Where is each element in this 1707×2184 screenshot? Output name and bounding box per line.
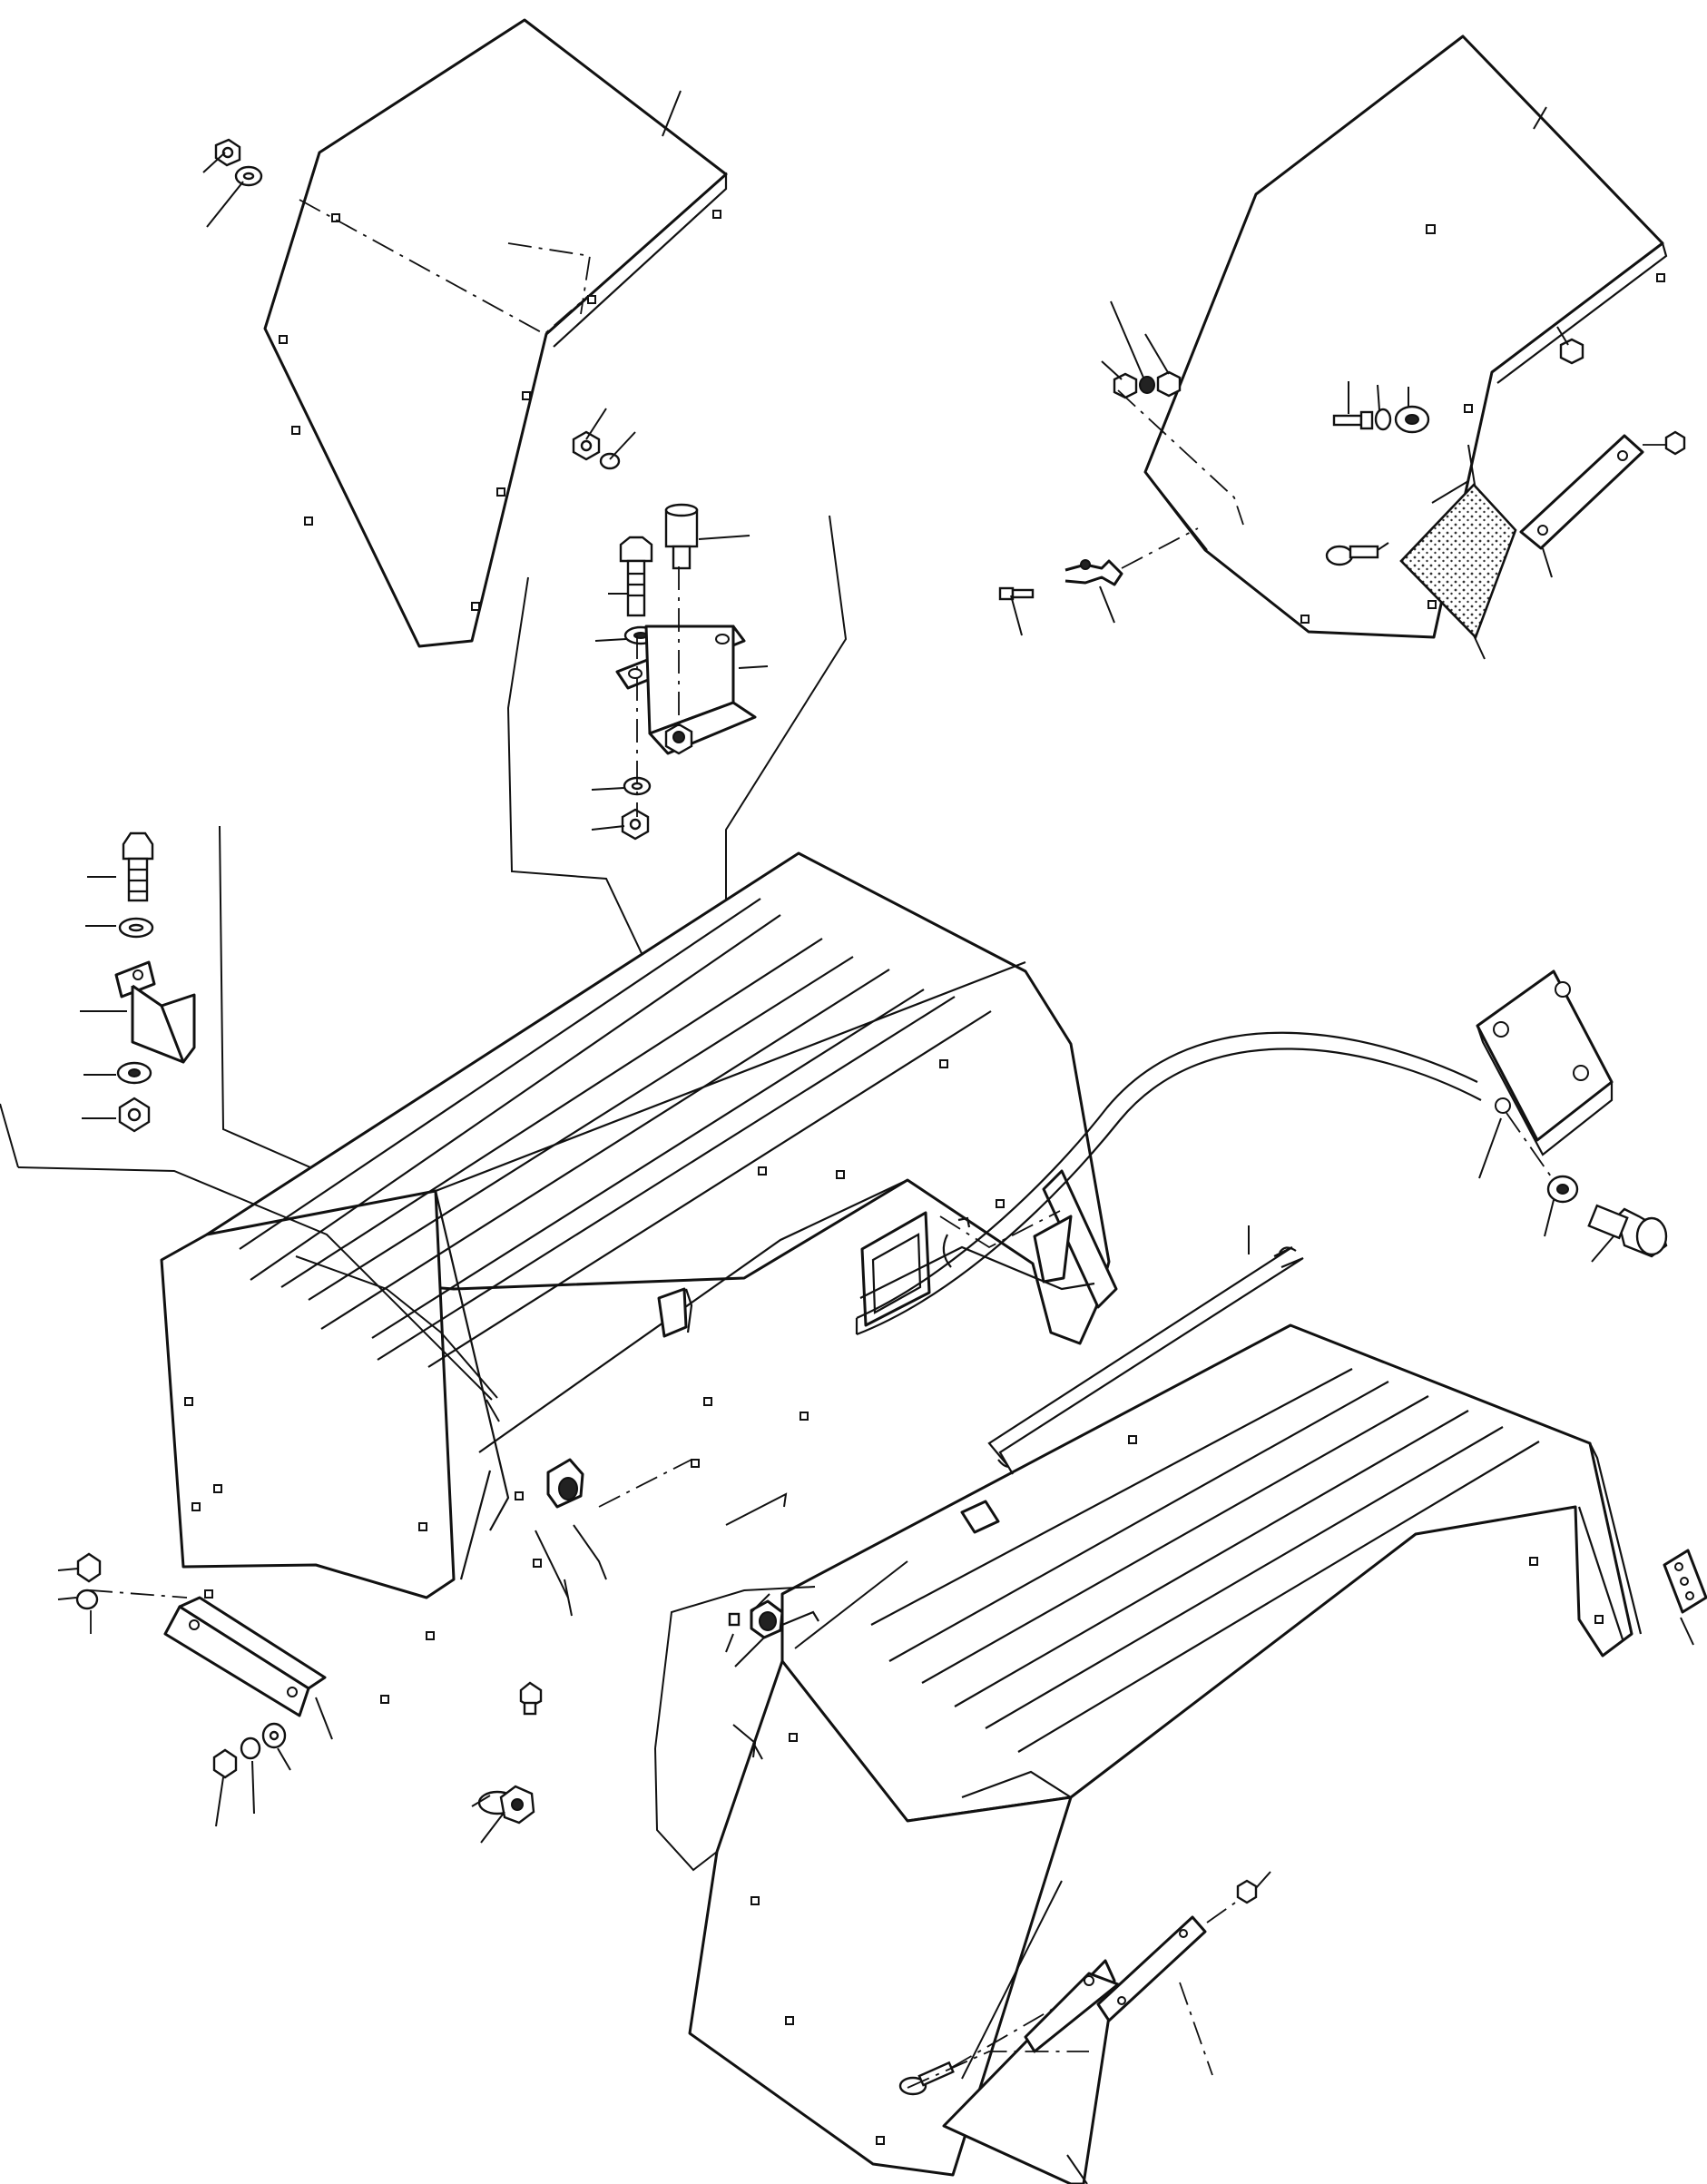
latch-tab: [657, 1287, 693, 1338]
hex-bolt: [122, 831, 154, 902]
fasteners-lower-left: [57, 1552, 543, 1844]
mounting-bracket-center: [506, 503, 848, 1228]
lock-nut: [1559, 338, 1584, 365]
support-plate: [1476, 969, 1614, 1186]
door-handle-upper: [750, 1599, 819, 1639]
hex-bolt: [619, 536, 653, 617]
flat-washer: [118, 917, 154, 939]
bracket: [114, 960, 196, 1064]
screw: [725, 1612, 741, 1653]
foot-bracket-left: [163, 1596, 327, 1717]
right-rear-fender: [654, 1225, 1707, 2177]
rubber-buffer: [1394, 405, 1430, 434]
right-front-fender-panel: [998, 34, 1686, 660]
threaded-stud: [664, 503, 699, 570]
grab-rod: [987, 1246, 1304, 1475]
hex-nut: [212, 1748, 238, 1779]
cap-screw-small: [519, 1681, 543, 1716]
lock-washer: [116, 1061, 152, 1085]
strap-plate-upper: [1519, 434, 1644, 550]
lock-washer: [1374, 408, 1392, 431]
door-handle-lower: [546, 1458, 607, 1580]
hex-nut: [1664, 430, 1686, 456]
lock-washer: [75, 1589, 99, 1610]
fasteners-upper-left: [202, 138, 636, 470]
carriage-bolt: [1325, 545, 1379, 566]
hex-nut: [118, 1097, 151, 1133]
strap-plate: [1096, 1915, 1207, 2022]
hex-nut: [499, 1785, 535, 1825]
hydraulic-pipe: [855, 1031, 1482, 1336]
hex-bolt-plate: [1544, 1175, 1668, 1263]
nut-stack: [1113, 370, 1182, 399]
flat-washer: [1546, 1175, 1579, 1204]
lock-washer: [599, 452, 621, 470]
hex-nut: [214, 138, 241, 167]
flat-washer: [261, 1722, 287, 1749]
access-window: [860, 1211, 971, 1327]
bracket: [615, 625, 757, 755]
lock-washer: [240, 1736, 261, 1760]
latch-tab: [960, 1500, 1000, 1534]
triangular-stay-upper: [1399, 483, 1517, 640]
hex-nut: [1236, 1879, 1258, 1904]
flat-washer: [234, 165, 263, 187]
screw: [998, 586, 1035, 601]
hex-nut: [572, 430, 601, 461]
left-front-fender-panel: [263, 18, 728, 648]
clip: [1064, 559, 1123, 586]
left-rear-fender: [0, 851, 1118, 1740]
hex-nut: [76, 1552, 102, 1583]
strap-plate-side: [1663, 1549, 1707, 1614]
hex-nut: [621, 808, 650, 841]
cap-screw: [1332, 410, 1374, 430]
